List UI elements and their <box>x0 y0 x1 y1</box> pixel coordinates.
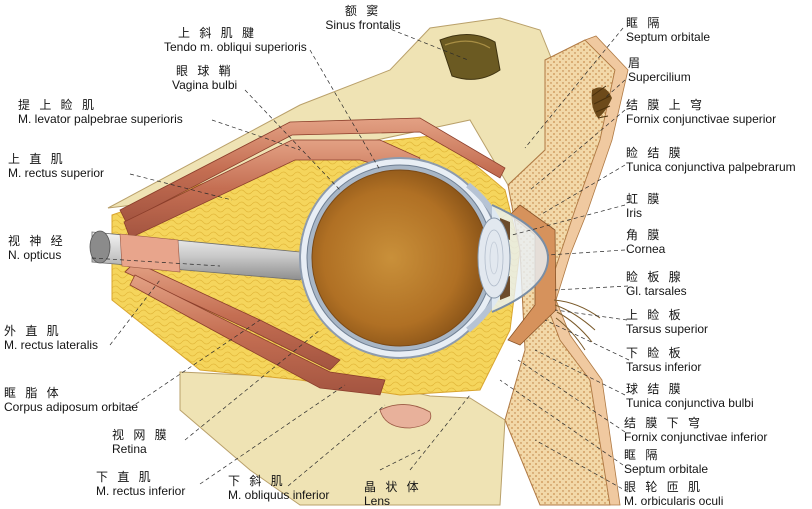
lens-shape <box>478 218 510 298</box>
label-zh: 睑 板 腺 <box>626 270 687 284</box>
label-tendo-obliqui: 上 斜 肌 腱 Tendo m. obliqui superioris <box>164 26 307 54</box>
label-n-opticus: 视 神 经 N. opticus <box>8 234 66 262</box>
label-zh: 上 睑 板 <box>626 308 708 322</box>
label-la: Tunica conjunctiva palpebrarum <box>626 160 796 174</box>
label-la: M. orbicularis oculi <box>624 494 723 508</box>
label-la: Corpus adiposum orbitae <box>4 400 138 414</box>
label-septum-orbitale-inf: 眶 隔 Septum orbitale <box>624 448 708 476</box>
label-rectus-lateralis: 外 直 肌 M. rectus lateralis <box>4 324 98 352</box>
label-tunica-bulbi: 球 结 膜 Tunica conjunctiva bulbi <box>626 382 754 410</box>
label-la: Septum orbitale <box>624 462 708 476</box>
label-zh: 眶 脂 体 <box>4 386 138 400</box>
label-corpus-adiposum: 眶 脂 体 Corpus adiposum orbitae <box>4 386 138 414</box>
label-la: M. rectus superior <box>8 166 104 180</box>
label-vagina-bulbi: 眼 球 鞘 Vagina bulbi <box>172 64 237 92</box>
label-zh: 眶 隔 <box>624 448 708 462</box>
label-zh: 视 神 经 <box>8 234 66 248</box>
label-la: Tunica conjunctiva bulbi <box>626 396 754 410</box>
label-la: Tarsus inferior <box>626 360 701 374</box>
label-fornix-inferior: 结 膜 下 穹 Fornix conjunctivae inferior <box>624 416 767 444</box>
label-retina: 视 网 膜 Retina <box>112 428 170 456</box>
label-zh: 角 膜 <box>626 228 665 242</box>
label-zh: 下 睑 板 <box>626 346 701 360</box>
label-zh: 眉 <box>628 56 691 70</box>
label-la: Tarsus superior <box>626 322 708 336</box>
label-la: Gl. tarsales <box>626 284 687 298</box>
label-la: Fornix conjunctivae superior <box>626 112 776 126</box>
label-la: M. obliquus inferior <box>228 488 329 502</box>
label-la: M. rectus lateralis <box>4 338 98 352</box>
label-la: Tendo m. obliqui superioris <box>164 40 307 54</box>
label-zh: 下 斜 肌 <box>228 474 329 488</box>
label-zh: 结 膜 下 穹 <box>624 416 767 430</box>
label-gl-tarsales: 睑 板 腺 Gl. tarsales <box>626 270 687 298</box>
label-la: Lens <box>364 494 422 508</box>
label-rectus-superior: 上 直 肌 M. rectus superior <box>8 152 104 180</box>
label-zh: 晶 状 体 <box>364 480 422 494</box>
label-cornea: 角 膜 Cornea <box>626 228 665 256</box>
label-zh: 上 斜 肌 腱 <box>164 26 307 40</box>
label-sinus-frontalis: 额 窦 Sinus frontalis <box>318 4 408 32</box>
label-iris: 虹 膜 Iris <box>626 192 662 220</box>
label-obliquus-inferior: 下 斜 肌 M. obliquus inferior <box>228 474 329 502</box>
label-rectus-inferior: 下 直 肌 M. rectus inferior <box>96 470 185 498</box>
label-la: Septum orbitale <box>626 30 710 44</box>
label-zh: 视 网 膜 <box>112 428 170 442</box>
label-fornix-superior: 结 膜 上 穹 Fornix conjunctivae superior <box>626 98 776 126</box>
label-zh: 眶 隔 <box>626 16 710 30</box>
label-la: Fornix conjunctivae inferior <box>624 430 767 444</box>
label-la: Iris <box>626 206 662 220</box>
label-la: Cornea <box>626 242 665 256</box>
label-tarsus-superior: 上 睑 板 Tarsus superior <box>626 308 708 336</box>
label-zh: 下 直 肌 <box>96 470 185 484</box>
label-la: M. levator palpebrae superioris <box>18 112 183 126</box>
label-levator: 提 上 睑 肌 M. levator palpebrae superioris <box>18 98 183 126</box>
label-la: Vagina bulbi <box>172 78 237 92</box>
label-zh: 提 上 睑 肌 <box>18 98 183 112</box>
label-zh: 球 结 膜 <box>626 382 754 396</box>
label-zh: 眼 轮 匝 肌 <box>624 480 723 494</box>
label-tarsus-inferior: 下 睑 板 Tarsus inferior <box>626 346 701 374</box>
label-orbicularis: 眼 轮 匝 肌 M. orbicularis oculi <box>624 480 723 508</box>
label-la: Supercilium <box>628 70 691 84</box>
label-zh: 结 膜 上 穹 <box>626 98 776 112</box>
label-zh: 睑 结 膜 <box>626 146 796 160</box>
label-la: N. opticus <box>8 248 66 262</box>
label-la: Retina <box>112 442 170 456</box>
label-zh: 虹 膜 <box>626 192 662 206</box>
label-la: M. rectus inferior <box>96 484 185 498</box>
label-zh: 额 窦 <box>318 4 408 18</box>
label-supercilium: 眉 Supercilium <box>628 56 691 84</box>
label-tunica-palpebrarum: 睑 结 膜 Tunica conjunctiva palpebrarum <box>626 146 796 174</box>
label-la: Sinus frontalis <box>318 18 408 32</box>
label-septum-orbitale-sup: 眶 隔 Septum orbitale <box>626 16 710 44</box>
label-zh: 眼 球 鞘 <box>172 64 237 78</box>
label-zh: 上 直 肌 <box>8 152 104 166</box>
label-lens: 晶 状 体 Lens <box>364 480 422 508</box>
label-zh: 外 直 肌 <box>4 324 98 338</box>
